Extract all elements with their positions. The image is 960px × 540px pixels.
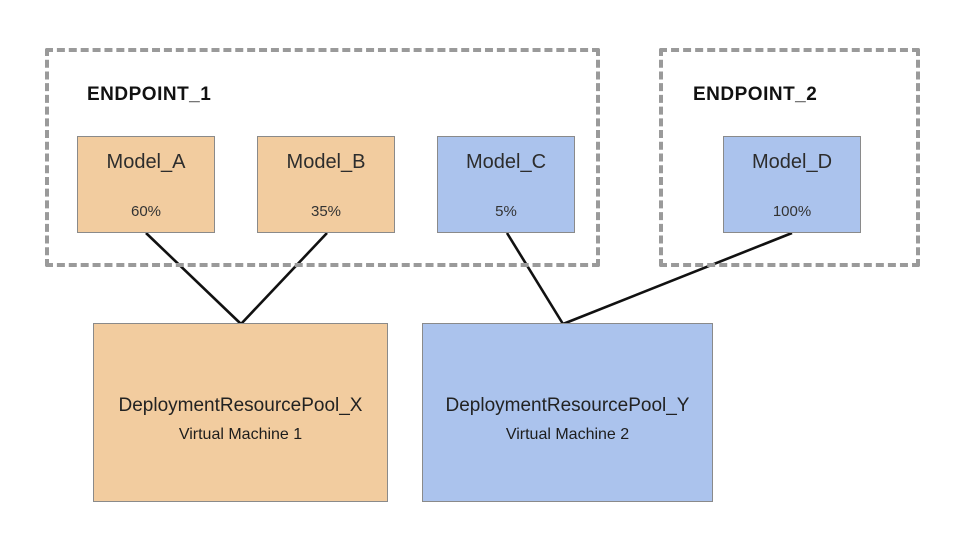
pool-y-name: DeploymentResourcePool_Y xyxy=(445,395,690,416)
pool-x-virtual-machine-label: Virtual Machine 1 xyxy=(178,426,303,443)
model-c-traffic-split: 5% xyxy=(495,203,517,220)
model-b-traffic-split: 35% xyxy=(310,203,342,220)
pool-x-name: DeploymentResourcePool_X xyxy=(118,395,363,416)
endpoint-1-group: ENDPOINT_1 xyxy=(45,48,600,267)
endpoint-2-label: ENDPOINT_2 xyxy=(693,84,818,105)
endpoint-1-label: ENDPOINT_1 xyxy=(87,84,212,105)
model-a-traffic-split: 60% xyxy=(130,203,162,220)
endpoint-2-group: ENDPOINT_2 xyxy=(659,48,920,267)
model-b-box: Model_B 35% xyxy=(257,136,395,233)
pool-y-virtual-machine-label: Virtual Machine 2 xyxy=(505,426,630,443)
model-b-name: Model_B xyxy=(286,151,366,173)
model-c-name: Model_C xyxy=(465,151,547,173)
deployment-resource-pool-y-box: DeploymentResourcePool_Y Virtual Machine… xyxy=(422,323,713,502)
deployment-resource-pool-x-box: DeploymentResourcePool_X Virtual Machine… xyxy=(93,323,388,502)
model-d-box: Model_D 100% xyxy=(723,136,861,233)
model-c-box: Model_C 5% xyxy=(437,136,575,233)
model-a-box: Model_A 60% xyxy=(77,136,215,233)
model-a-name: Model_A xyxy=(106,151,186,173)
model-d-traffic-split: 100% xyxy=(772,203,812,220)
model-d-name: Model_D xyxy=(751,151,833,173)
